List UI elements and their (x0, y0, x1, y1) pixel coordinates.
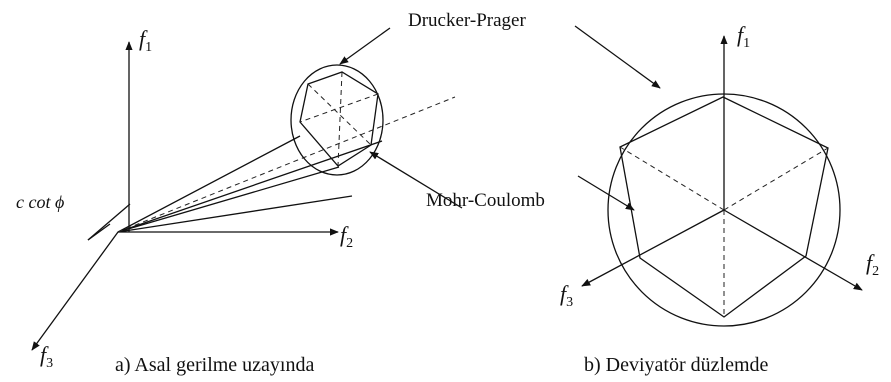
label-f1-left: f1 (139, 26, 152, 55)
label-mohr-coulomb: Mohr-Coulomb (426, 190, 545, 211)
drucker-prager-circle-left (290, 64, 384, 176)
mohr-coulomb-pointer-left (369, 151, 463, 209)
mohr-coulomb-pointer-right (577, 175, 635, 211)
caption-b: b) Deviyatör düzlemde (584, 354, 768, 376)
hex-diag-3 (337, 71, 343, 167)
drucker-prager-pointer-left (339, 27, 391, 65)
mohr-coulomb-hexagon-left (299, 71, 379, 167)
c-cot-phi-leader-2 (87, 223, 111, 241)
label-f2-right: f2 (866, 250, 879, 279)
label-f3-right: f3 (560, 281, 573, 310)
caption-a: a) Asal gerilme uzayında (115, 354, 314, 376)
dash-upper-right (723, 147, 829, 211)
dash-upper-left (619, 146, 725, 211)
label-c-cot-phi: c cot ϕ (16, 192, 64, 212)
cone-lower-edge (117, 166, 340, 233)
principal-stress-space: f1 f2 f3 c cot ϕ a) Asal gerilme uzayınd… (16, 26, 463, 376)
cone-upper-edge (117, 135, 301, 233)
cone-upper-edge-2 (117, 140, 383, 233)
hydrostatic-axis (117, 96, 456, 233)
c-cot-phi-leader-1 (87, 203, 131, 241)
label-f1-right: f1 (737, 22, 750, 51)
hex-diag-2 (299, 93, 379, 123)
axis-f3-right (581, 209, 725, 287)
label-drucker-prager: Drucker-Prager (408, 10, 526, 31)
label-f2-left: f2 (340, 222, 353, 251)
axis-f3-left (31, 231, 119, 351)
drucker-prager-pointer-right (574, 25, 661, 89)
label-f3-left: f3 (40, 342, 53, 371)
cone-lower-edge-2 (117, 195, 353, 233)
hex-diag-1 (307, 83, 372, 146)
axis-f2-right (723, 209, 863, 291)
deviatoric-plane: f1 f2 f3 b) Deviyatör düzlemde (560, 22, 879, 376)
